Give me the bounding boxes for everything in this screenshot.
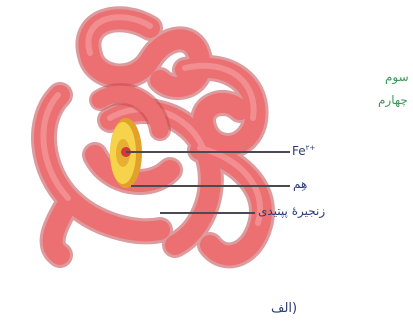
peptide-chain-label: زنجیرهٔ پپتیدی xyxy=(258,204,325,218)
iron-label-symbol: Fe xyxy=(292,144,306,158)
side-text-line2: چهارم xyxy=(378,93,408,107)
heme-label: هِم xyxy=(293,177,307,191)
side-text-line1: سوم xyxy=(385,70,409,84)
iron-label: Fe۲+ xyxy=(292,144,315,158)
iron-label-charge: ۲+ xyxy=(306,144,316,152)
figure-caption: الف) xyxy=(271,301,297,316)
